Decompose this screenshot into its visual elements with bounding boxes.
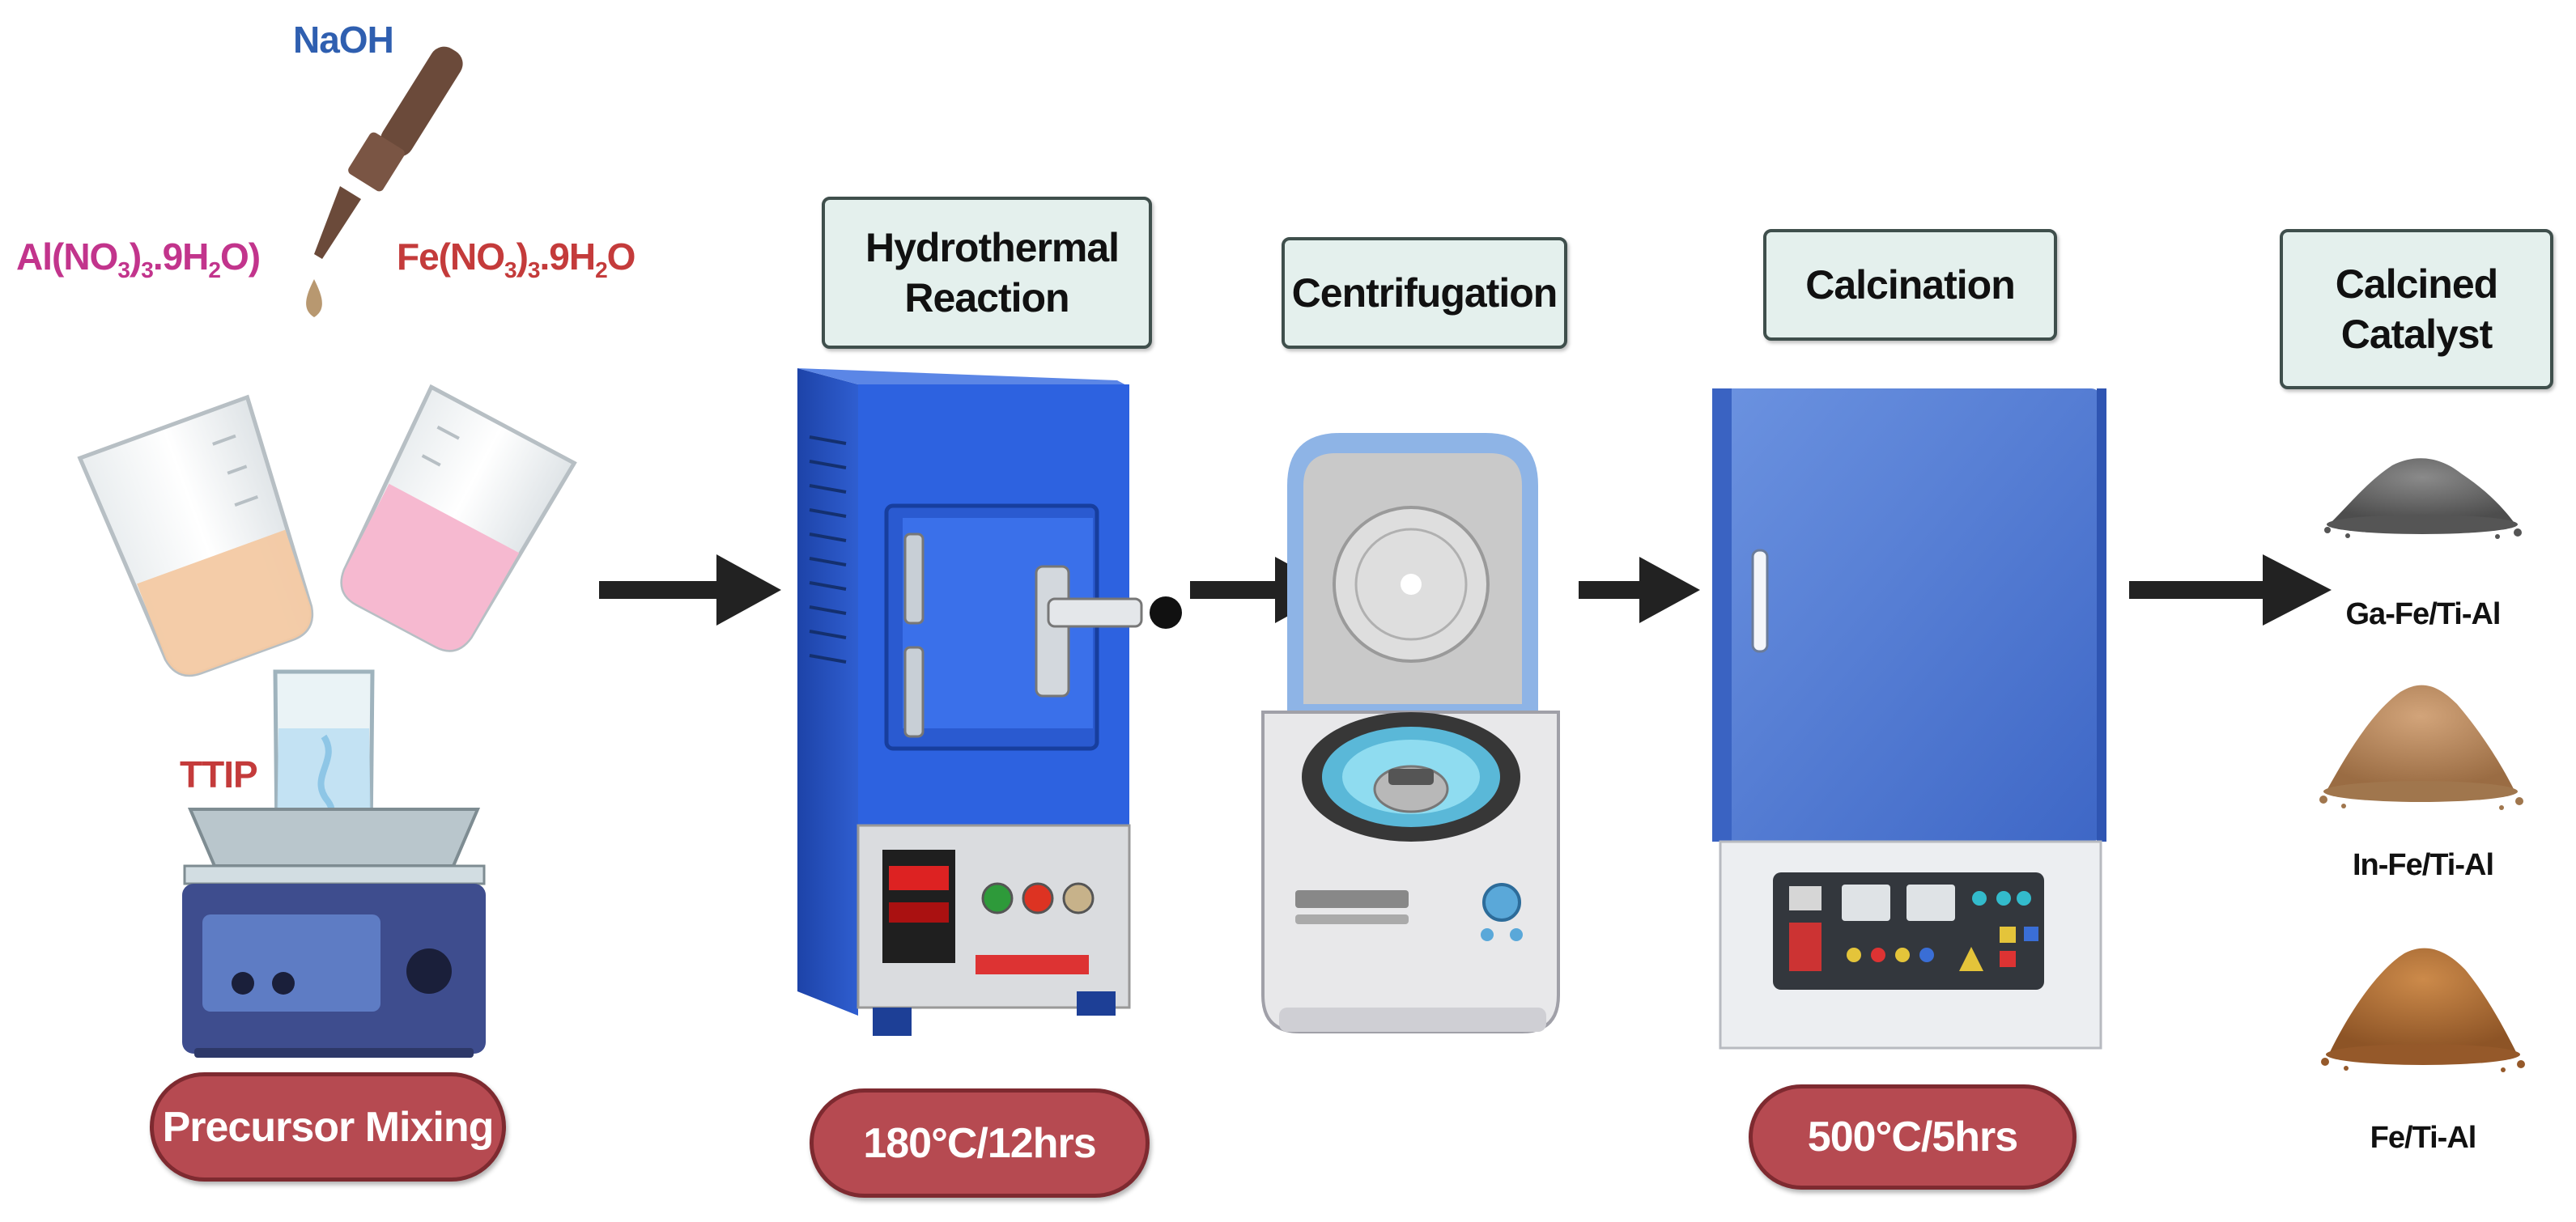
dropper-icon [306,46,463,317]
catalyst-pile-gray-icon [2324,458,2522,539]
naoh-label: NaOH [293,19,394,61]
fe-nitrate-label: Fe(NO3)3.9H2O [397,235,635,283]
catalyst-pile-tan-icon [2319,685,2523,810]
hydrothermal-oven-icon [797,368,1182,1036]
centrifugation-label: Centrifugation [1282,237,1567,349]
catalyst-label-in: In-Fe/Ti-Al [2352,848,2494,882]
arrow-3-icon [1579,557,1700,623]
arrow-1-icon [599,554,781,626]
arrow-4-icon [2129,554,2332,626]
beaker-pink-icon [340,384,577,652]
catalyst-label-fe: Fe/Ti-Al [2370,1121,2477,1155]
hydrothermal-reaction-label: Hydrothermal Reaction [822,197,1152,349]
calcination-label: Calcination [1763,229,2057,341]
catalyst-pile-brown-icon [2321,948,2525,1072]
calcination-furnace-icon [1712,388,2106,1050]
ttip-label: TTIP [180,753,258,796]
precursor-mixing-pill: Precursor Mixing [150,1072,506,1182]
hydrothermal-conditions-pill: 180°C/12hrs [810,1088,1150,1198]
centrifuge-icon [1261,433,1560,1033]
magnetic-stirrer-icon [182,669,486,1058]
catalyst-label-ga: Ga-Fe/Ti-Al [2345,597,2502,631]
calcined-catalyst-label: Calcined Catalyst [2280,229,2553,389]
calcination-conditions-pill: 500°C/5hrs [1749,1084,2077,1190]
al-nitrate-label: Al(NO3)3.9H2O) [16,235,261,283]
beaker-orange-icon [77,394,314,677]
